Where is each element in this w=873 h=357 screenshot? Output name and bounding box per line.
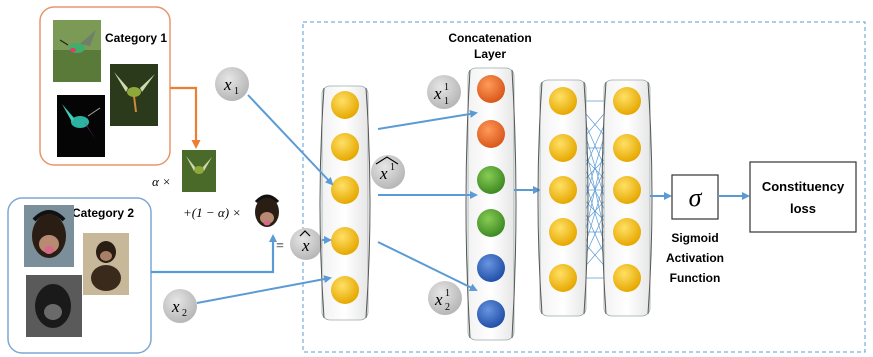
- loss-label-line2: loss: [790, 201, 816, 216]
- sigmoid-box: σ: [671, 174, 719, 220]
- category2-to-mix-arrow: [151, 234, 277, 274]
- to-concat-top-arrow: [377, 110, 478, 130]
- category1-to-mix-arrow: [170, 86, 201, 149]
- svg-text:x: x: [379, 164, 388, 183]
- xhat1-label: x 1: [371, 155, 405, 189]
- mixed-chimp-image: [252, 193, 282, 231]
- svg-text:x: x: [171, 297, 180, 316]
- svg-text:2: 2: [182, 308, 187, 319]
- x2-node: x 2: [163, 289, 197, 323]
- hummingbird-image-2: [110, 64, 158, 126]
- loss-box: Constituency loss: [749, 161, 857, 233]
- category1-label: Category 1: [105, 31, 167, 45]
- concat-node-green: [477, 166, 505, 194]
- svg-text:x: x: [433, 84, 442, 103]
- sigmoid-label-line3: Function: [670, 271, 721, 285]
- sigmoid-symbol: σ: [689, 183, 703, 212]
- concat-title-line2: Layer: [474, 47, 506, 61]
- input-node: [331, 276, 359, 304]
- network-region: [302, 21, 866, 353]
- hidden2-node: [613, 218, 641, 246]
- input-node: [331, 227, 359, 255]
- hidden1-node: [549, 218, 577, 246]
- x1-node: x 1: [215, 67, 249, 101]
- svg-text:1: 1: [234, 86, 239, 97]
- svg-text:x: x: [434, 290, 443, 309]
- hidden1-node: [549, 264, 577, 292]
- hidden1-node: [549, 87, 577, 115]
- svg-text:2: 2: [445, 302, 450, 313]
- one-minus-alpha-label: +(1 − α) ×: [183, 205, 241, 220]
- concat-node-orange: [477, 120, 505, 148]
- alpha-label: α ×: [152, 174, 171, 189]
- input-node: [331, 133, 359, 161]
- svg-text:1: 1: [390, 162, 395, 173]
- category2-label: Category 2: [72, 206, 134, 220]
- hummingbird-image-1: [53, 20, 101, 82]
- chimpanzee-image-2: [83, 233, 129, 295]
- hidden1-node: [549, 176, 577, 204]
- chimpanzee-image-1: [24, 205, 74, 267]
- x1-1-label: x 1 1: [427, 75, 461, 109]
- concat-node-blue: [477, 254, 505, 282]
- mixed-bird-image: [182, 150, 216, 192]
- to-concat-bottom-arrow: [377, 241, 478, 291]
- hummingbird-image-3: [57, 95, 105, 157]
- input-node: [331, 91, 359, 119]
- concat-node-green: [477, 209, 505, 237]
- concat-node-blue: [477, 300, 505, 328]
- x1-arrow: [247, 94, 334, 186]
- category2-panel: Category 2: [7, 197, 152, 354]
- sigmoid-label-line1: Sigmoid: [671, 231, 718, 245]
- hidden2-node: [613, 176, 641, 204]
- hidden2-node: [613, 87, 641, 115]
- concat-title-line1: Concatenation: [448, 31, 531, 45]
- svg-text:1: 1: [444, 96, 449, 107]
- input-node: [331, 176, 359, 204]
- loss-label-line1: Constituency: [762, 179, 845, 194]
- svg-text:1: 1: [445, 288, 450, 299]
- x2-arrow: [196, 275, 332, 304]
- x2-1-label: x 1 2: [428, 281, 462, 315]
- category1-panel: Category 1: [39, 6, 171, 166]
- hidden1-node: [549, 134, 577, 162]
- sigmoid-label-line2: Activation: [666, 251, 724, 265]
- hidden2-node: [613, 264, 641, 292]
- svg-text:x: x: [301, 236, 310, 255]
- hidden2-node: [613, 134, 641, 162]
- xhat-node: x: [290, 228, 322, 260]
- svg-text:1: 1: [444, 82, 449, 93]
- concat-node-orange: [477, 75, 505, 103]
- input-layer: [319, 85, 371, 321]
- concatenation-layer: [465, 67, 517, 341]
- svg-text:x: x: [223, 75, 232, 94]
- equals-sign: =: [276, 239, 284, 254]
- chimpanzee-image-3: [26, 275, 82, 337]
